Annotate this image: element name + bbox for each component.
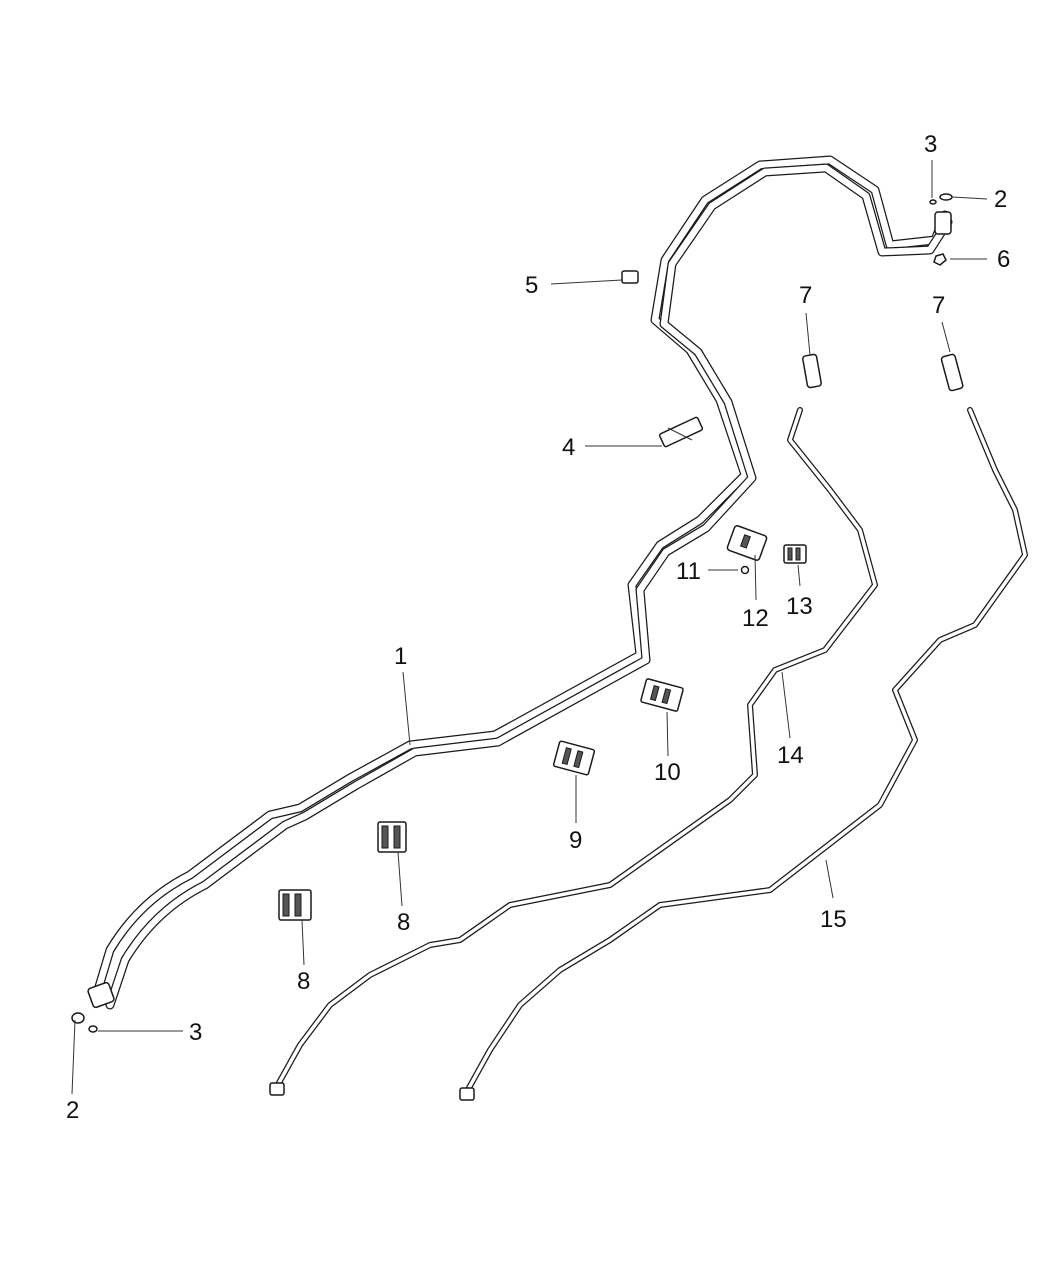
clip-part-4[interactable]: [658, 416, 704, 448]
nut-part-6[interactable]: [933, 253, 947, 266]
callout-7-right: 7: [932, 292, 945, 319]
clip-part-8-upper[interactable]: [377, 821, 407, 853]
callout-8-lower: 8: [297, 968, 310, 995]
callout-13: 13: [786, 593, 813, 620]
callout-7-left: 7: [799, 282, 812, 309]
fitting-part-7-left[interactable]: [802, 353, 822, 389]
ac-line-assembly-part-1[interactable]: [87, 155, 953, 1010]
callout-9: 9: [569, 827, 582, 854]
seal-part-3-left[interactable]: [88, 1025, 98, 1033]
callout-10: 10: [654, 759, 681, 786]
callout-15: 15: [820, 906, 847, 933]
liquid-line-part-14[interactable]: [269, 407, 878, 1096]
callout-2-right: 2: [994, 186, 1007, 213]
callout-1: 1: [394, 643, 407, 670]
clip-part-9[interactable]: [552, 740, 596, 776]
fitting-part-7-right[interactable]: [940, 353, 964, 392]
callout-14: 14: [777, 742, 804, 769]
clip-part-8-lower[interactable]: [278, 889, 312, 921]
callout-3-left: 3: [189, 1019, 202, 1046]
callout-labels: 1 2 2 3 3 4 5 6 7 7 8 8 9 10 11 12 13 14…: [66, 131, 1010, 1124]
clip-part-10[interactable]: [640, 678, 684, 712]
seal-part-3-right[interactable]: [929, 199, 937, 205]
clip-part-5[interactable]: [621, 270, 639, 284]
o-ring-part-2-left[interactable]: [71, 1012, 85, 1024]
callout-6: 6: [997, 246, 1010, 273]
callout-4: 4: [562, 434, 575, 461]
callout-3-right: 3: [924, 131, 937, 158]
callout-2-left: 2: [66, 1097, 79, 1124]
o-ring-part-2-right[interactable]: [939, 193, 953, 201]
callout-8-upper: 8: [397, 909, 410, 936]
callout-12: 12: [742, 605, 769, 632]
screw-part-11[interactable]: [740, 565, 750, 575]
callout-11: 11: [676, 558, 701, 585]
leader-lines: [71, 160, 988, 1095]
clip-part-13[interactable]: [783, 544, 807, 564]
callout-5: 5: [525, 272, 538, 299]
suction-line-part-15[interactable]: [459, 407, 1028, 1101]
bracket-part-12[interactable]: [726, 525, 768, 561]
